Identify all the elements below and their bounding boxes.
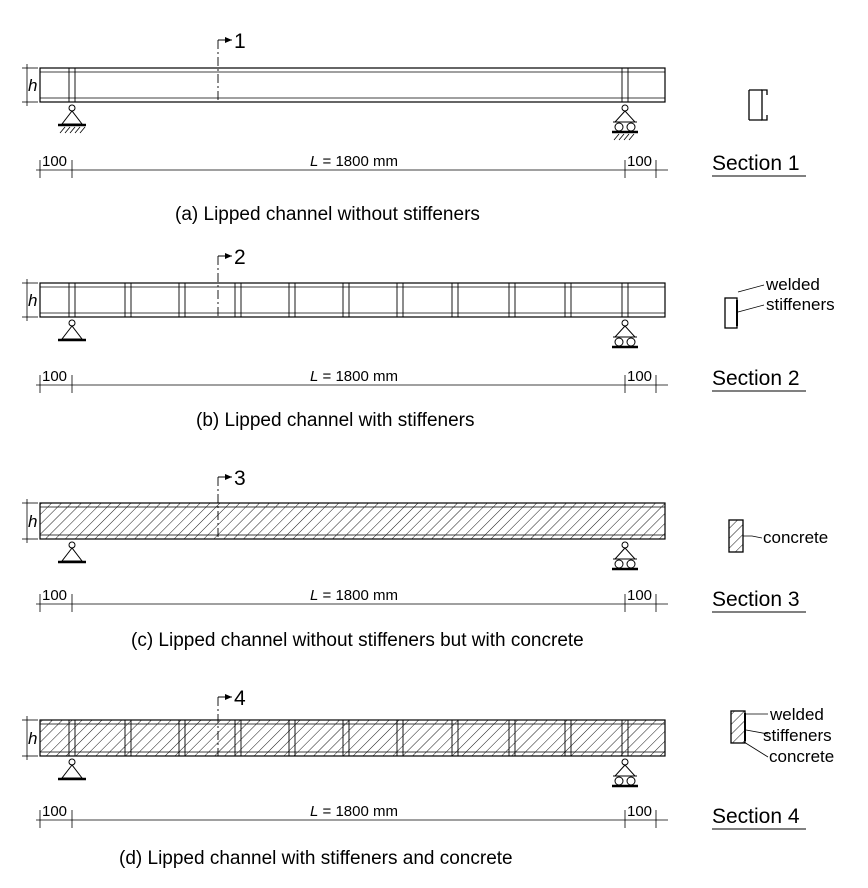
section-label: Section 4 xyxy=(712,805,800,828)
dim-right-label: 100 xyxy=(627,803,652,820)
svg-text:L = 1800 mm: L = 1800 mm xyxy=(310,587,398,604)
callout-welded: welded xyxy=(769,705,824,724)
span-value: = 1800 mm xyxy=(318,803,398,820)
pin-support xyxy=(58,541,86,564)
callout-stiffeners: stiffeners xyxy=(766,295,835,314)
section-cut-marker: 3 xyxy=(217,467,246,539)
panel-d: 4 h 100 L = 1800 mm xyxy=(22,687,834,869)
beam xyxy=(39,502,666,540)
dim-right-label: 100 xyxy=(627,368,652,385)
cross-section xyxy=(748,89,768,121)
span-dimension: 100 L = 1800 mm 100 xyxy=(36,368,668,393)
pin-support xyxy=(58,104,86,134)
cut-label: 2 xyxy=(234,246,246,269)
section-label: Section 1 xyxy=(712,152,800,175)
panel-caption: (d) Lipped channel with stiffeners and c… xyxy=(119,848,513,869)
cut-label: 3 xyxy=(234,467,246,490)
callout-concrete: concrete xyxy=(769,747,834,766)
roller-support xyxy=(612,541,638,571)
section-label: Section 2 xyxy=(712,367,800,390)
span-variable: L xyxy=(310,803,318,820)
span-variable: L xyxy=(310,368,318,385)
section-cut-marker: 1 xyxy=(217,30,246,102)
cross-section: welded stiffeners xyxy=(724,275,835,329)
welded-stiffeners xyxy=(68,283,629,317)
svg-text:L = 1800 mm: L = 1800 mm xyxy=(310,153,398,170)
span-variable: L xyxy=(310,153,318,170)
dim-left-label: 100 xyxy=(42,587,67,604)
height-label: h xyxy=(28,291,37,310)
section-label: Section 3 xyxy=(712,588,800,611)
span-dimension: 100 L = 1800 mm 100 xyxy=(36,587,668,612)
height-label: h xyxy=(28,512,37,531)
cross-section: concrete xyxy=(728,519,828,553)
height-dimension: h xyxy=(22,279,38,321)
panel-caption: (a) Lipped channel without stiffeners xyxy=(175,204,480,225)
welded-stiffeners xyxy=(68,720,629,756)
panel-c: 3 h 100 L = 1800 mm xyxy=(22,467,828,651)
dim-left-label: 100 xyxy=(42,803,67,820)
panel-b: 2 h 100 L = 1800 mm xyxy=(22,246,835,431)
panel-caption: (c) Lipped channel without stiffeners bu… xyxy=(131,630,584,651)
height-dimension: h xyxy=(22,64,38,106)
roller-support xyxy=(612,104,638,141)
section-cut-marker: 2 xyxy=(217,246,246,317)
svg-text:L = 1800 mm: L = 1800 mm xyxy=(310,803,398,820)
roller-support xyxy=(612,319,638,349)
callout-welded: welded xyxy=(765,275,820,294)
span-value: = 1800 mm xyxy=(318,153,398,170)
height-label: h xyxy=(28,729,37,748)
roller-support xyxy=(612,758,638,788)
dim-right-label: 100 xyxy=(627,587,652,604)
cut-label: 4 xyxy=(234,687,246,710)
cross-section: welded stiffeners concrete xyxy=(730,705,834,766)
pin-support xyxy=(58,319,86,342)
panel-caption: (b) Lipped channel with stiffeners xyxy=(196,410,474,431)
beam xyxy=(39,282,666,318)
height-dimension: h xyxy=(22,716,38,760)
svg-text:L = 1800 mm: L = 1800 mm xyxy=(310,368,398,385)
pin-support xyxy=(58,758,86,781)
height-dimension: h xyxy=(22,499,38,543)
span-value: = 1800 mm xyxy=(318,587,398,604)
dim-left-label: 100 xyxy=(42,368,67,385)
span-dimension: 100 L = 1800 mm 100 xyxy=(36,153,668,178)
section-cut-marker: 4 xyxy=(217,687,246,756)
callout-stiffeners: stiffeners xyxy=(763,726,832,745)
span-dimension: 100 L = 1800 mm 100 xyxy=(36,803,668,828)
panel-a: 1 h xyxy=(22,30,806,225)
dim-left-label: 100 xyxy=(42,153,67,170)
beam xyxy=(39,719,666,757)
span-value: = 1800 mm xyxy=(318,368,398,385)
beam xyxy=(39,67,666,103)
span-variable: L xyxy=(310,587,318,604)
dim-right-label: 100 xyxy=(627,153,652,170)
height-label: h xyxy=(28,76,37,95)
cut-label: 1 xyxy=(234,30,246,53)
callout-concrete: concrete xyxy=(763,528,828,547)
